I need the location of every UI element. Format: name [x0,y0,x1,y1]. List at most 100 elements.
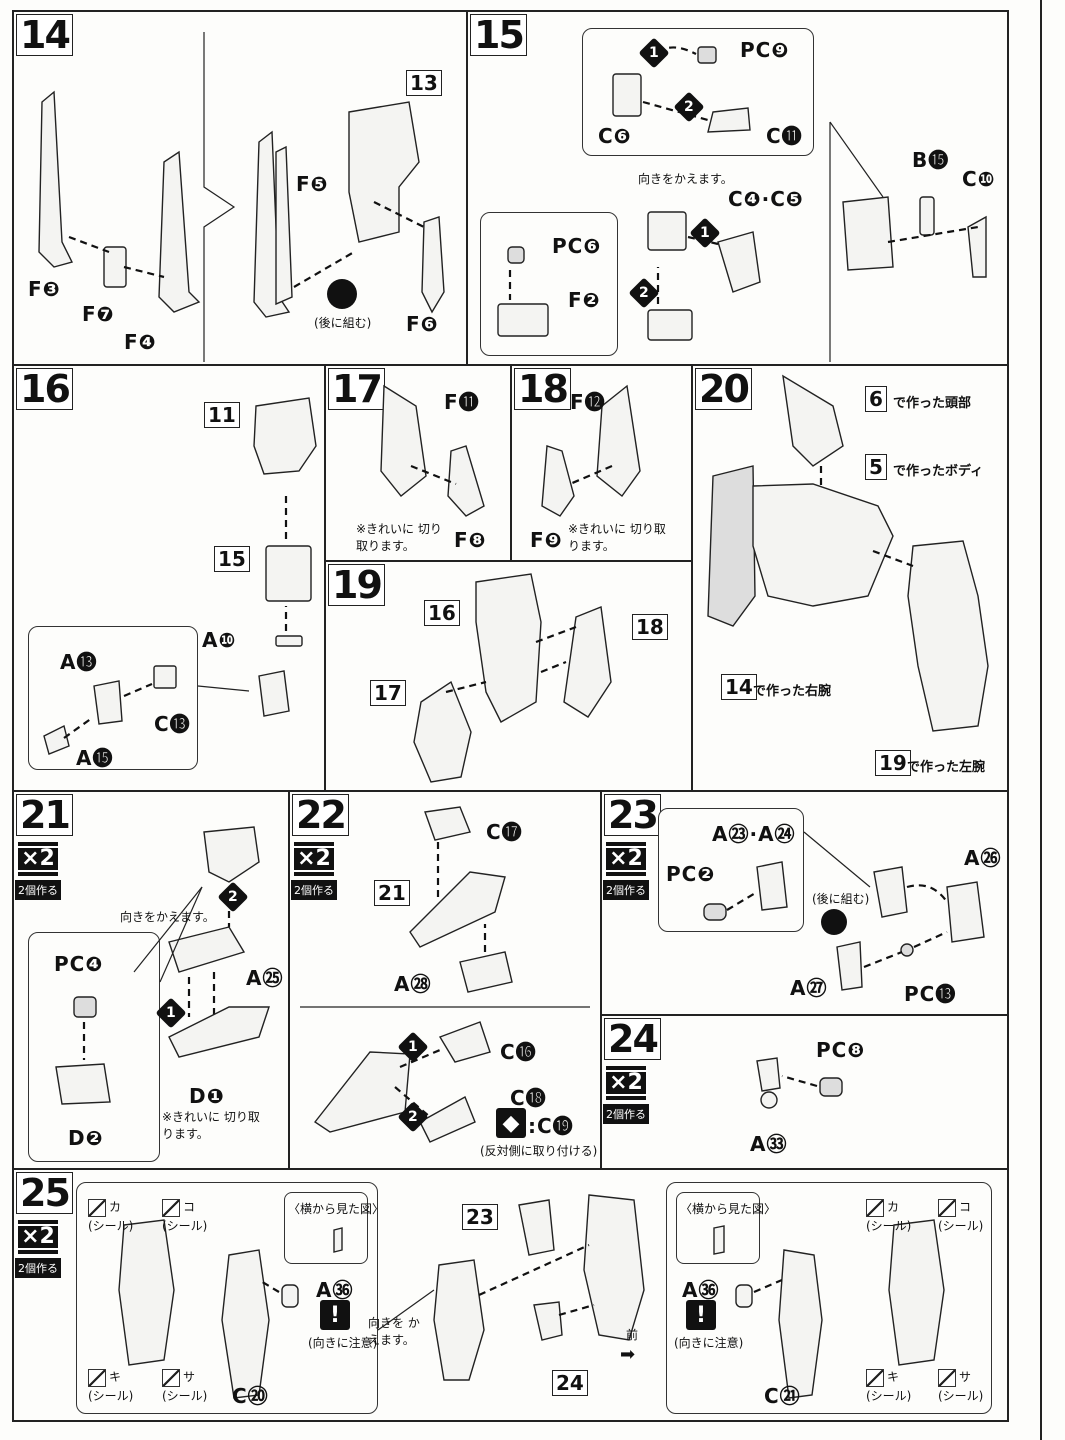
detail-inset [28,932,160,1162]
multiplier-text: ×2 [16,1224,60,1250]
step-reference: 6 [865,386,887,412]
front-direction-label: 前 [626,1328,639,1342]
step-reference: 21 [374,880,410,906]
part-label: F❸ [28,277,61,301]
assembly-note: (後に組む) [812,892,870,906]
step-24-panel: 24 ×2 2個作る PC❽ A㉝ [600,1014,1009,1170]
side-view-caption: 〈横から見た図〉 [680,1202,777,1216]
step-reference: 5 [865,454,887,480]
seal-letter: サ [959,1370,972,1384]
step-reference-caption: で作ったボディ [893,464,984,479]
part-label: C⑳ [232,1384,269,1408]
make-two-label: 2個作る [603,1104,649,1124]
seal-icon [162,1368,180,1387]
part-label: F⓬ [570,390,606,414]
part-label: A㉓·A㉔ [712,822,796,846]
step-21-illustration [55,826,270,1105]
part-label: F❼ [82,302,115,326]
part-label: C⓫ [766,124,803,148]
part-label: :C⓳ [528,1114,574,1138]
step-number: 23 [604,794,661,836]
multiplier-text: ×2 [604,1070,648,1096]
seal-word: (シール) [938,1218,984,1233]
seal-icon [88,1368,106,1387]
side-view-box [676,1192,760,1264]
step-number: 24 [604,1018,661,1060]
caution-icon: ! [320,1300,350,1330]
step-18-panel: 18 F⓬ F❾ ※きれいに 切り取ります。 [510,364,693,562]
part-label: F❽ [454,528,487,552]
make-two-label: 2個作る [15,880,61,900]
part-label: C⓱ [486,820,523,844]
step-reference: 14 [721,674,757,700]
step-reference: 13 [406,70,442,96]
part-label: A㉗ [790,976,828,1000]
part-label: C⓰ [500,1040,537,1064]
seal-word: (シール) [162,1388,208,1403]
multiplier-badge: ×2 [604,1066,648,1100]
part-label: D❶ [189,1084,225,1108]
part-label: A㉕ [246,966,284,990]
step-23-panel: 23 ×2 2個作る A㉓·A㉔ PC❷ A㉖ (後に組む) A㉗ PC⓭ [600,790,1009,1016]
seal-word: (シール) [88,1218,134,1233]
part-label: A❿ [202,628,237,652]
multiplier-text: ×2 [16,846,60,872]
part-label: A㉝ [750,1132,788,1156]
seal-label: サ (シール) [938,1368,983,1404]
step-14-illustration [38,32,445,362]
side-view-caption: 〈横から見た図〉 [288,1202,385,1216]
part-label: F❹ [124,330,157,354]
seal-word: (シール) [88,1388,134,1403]
seal-letter: コ [183,1200,196,1214]
step-reference: 11 [204,402,240,428]
seal-letter: カ [109,1200,122,1214]
multiplier-badge: ×2 [16,842,60,876]
seal-word: (シール) [866,1388,912,1403]
step-number: 25 [16,1172,73,1214]
caution-note: (向きに注意) [674,1336,744,1350]
seal-label: カ (シール) [88,1198,133,1234]
seal-icon [938,1368,956,1387]
part-label: F❷ [568,288,601,312]
multiplier-badge: ×2 [292,842,336,876]
part-label: A⓭ [60,650,98,674]
step-20-panel: 20 6 で作った頭部 5 で作ったボディ 14 で作った右腕 19 で作った左… [691,364,1009,792]
multiplier-text: ×2 [604,846,648,872]
step-21-panel: 21 ×2 2個作る 向きをかえます。 PC❹ A㉕ D❶ D❷ ※きれいに 切… [12,790,290,1170]
part-label: F⓫ [444,390,480,414]
step-reference: 24 [552,1370,588,1396]
seal-icon [866,1198,884,1217]
part-label: PC❾ [740,38,790,62]
step-reference: 17 [370,680,406,706]
part-label: F❺ [296,172,329,196]
reverse-side-icon: ◆ [496,1108,526,1138]
part-label: A㉖ [964,846,1002,870]
seal-word: (シール) [938,1388,984,1403]
step-number: 21 [16,794,73,836]
step-number: 17 [328,368,385,410]
step-22-illustration [300,806,590,1143]
step-number: 14 [16,14,73,56]
assembly-note: 向きをかえます。 [120,910,215,924]
assembly-note: (反対側に取り付ける) [480,1144,598,1158]
part-label: B⓯ [912,148,950,172]
step-reference-caption: で作った左腕 [907,760,986,775]
step-25-panel: 25 ×2 2個作る カ(シール) コ(シール) キ(シール) [12,1168,1009,1422]
caution-note: (向きに注意) [308,1336,378,1350]
part-label: PC❹ [54,952,104,976]
step-reference: 18 [632,614,668,640]
step-16-illustration [43,397,317,755]
multiplier-badge: ×2 [604,842,648,876]
step-14-panel: 14 F❸ F❼ F❹ F❺ F❻ 13 (後に組む) [12,10,468,366]
cut-note: ※きれいに 切り取ります。 [356,522,442,553]
seal-icon [162,1198,180,1217]
step-17-panel: 17 F⓫ F❽ ※きれいに 切り取ります。 [324,364,512,562]
part-label: C❿ [962,167,996,191]
cut-note: ※きれいに 切り取ります。 [162,1110,260,1141]
part-label: C⓲ [510,1086,547,1110]
step-reference: 16 [424,600,460,626]
caution-icon: ! [686,1300,716,1330]
seal-label: コ(シール) [162,1198,207,1234]
part-label: PC❷ [666,862,716,886]
